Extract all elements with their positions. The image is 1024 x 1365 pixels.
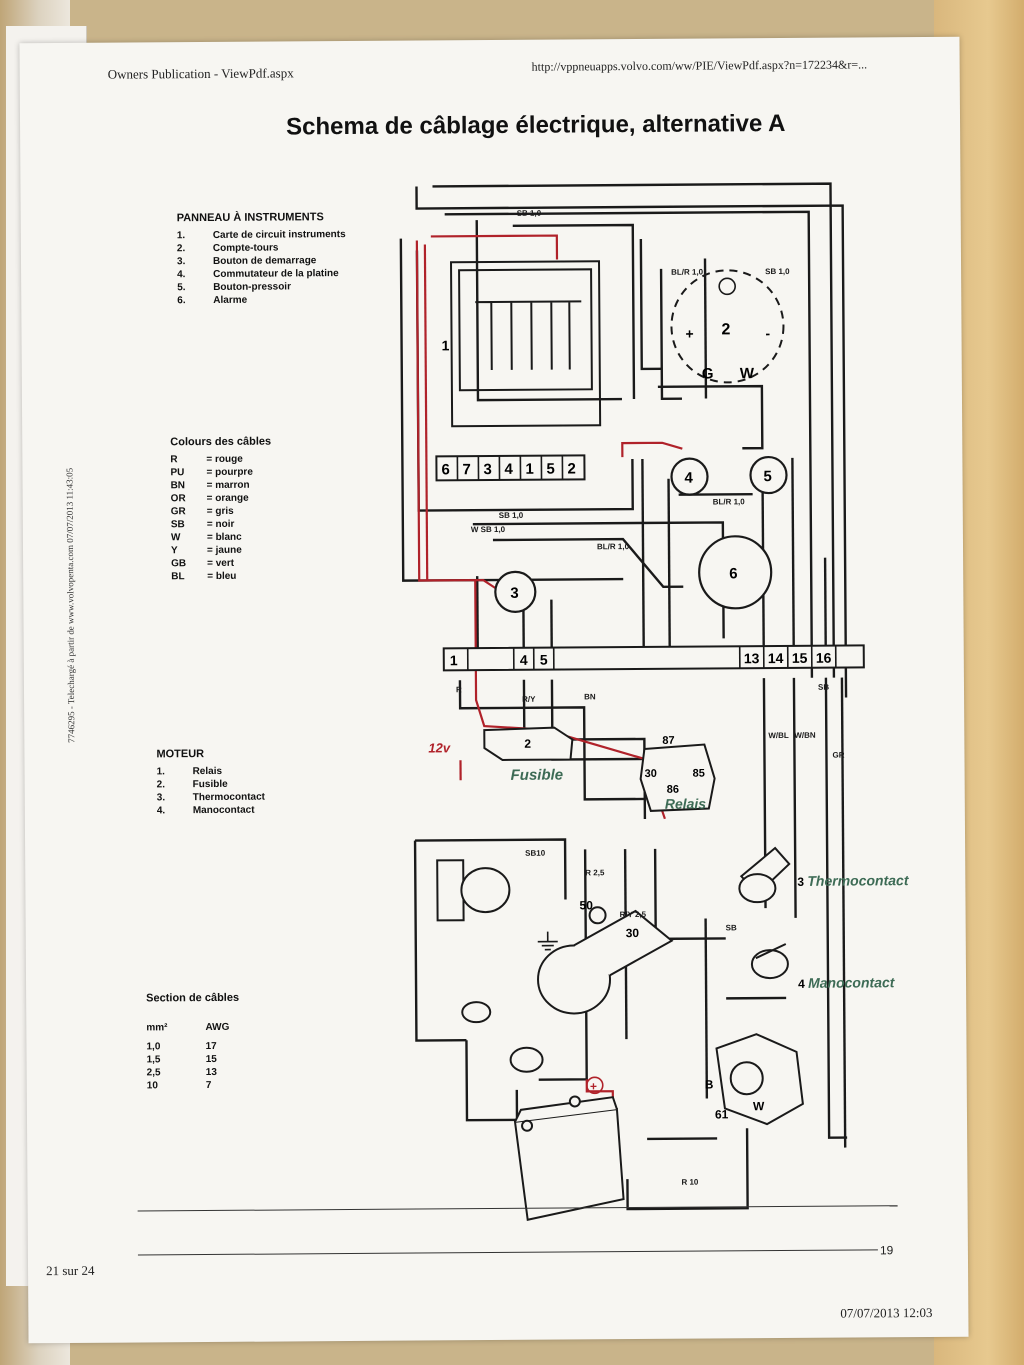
wire-label: BL/R 1,0 <box>713 497 746 506</box>
component-number: 4 <box>798 977 805 991</box>
component-number: 4 <box>684 470 693 487</box>
wiring-diagram: 6 7 3 4 1 5 2 1 4 5 13 14 15 16 <box>399 182 910 1221</box>
wire-label: BL/R 1,0 <box>597 542 630 551</box>
wire-bundle <box>399 182 848 1211</box>
fuse-block: 2 <box>483 726 574 761</box>
terminal-label: 3 <box>483 461 491 478</box>
wire-label: R 10 <box>681 1178 699 1187</box>
starter-motor <box>537 906 674 1015</box>
wire-label: SB 1,0 <box>517 209 542 218</box>
relay-pin: 87 <box>662 735 674 747</box>
wire-label: BL/R 1,0 <box>671 268 704 277</box>
component-number: 6 <box>729 565 737 582</box>
relay-pin: 30 <box>645 768 657 780</box>
alternator-pin: B <box>705 1077 714 1091</box>
battery <box>513 1095 625 1221</box>
terminal-label: 5 <box>546 461 554 478</box>
wire-label: R 2,5 <box>585 868 605 877</box>
terminal-minus: - <box>765 325 770 341</box>
terminal-g: G <box>702 365 714 382</box>
terminal-plus: + <box>685 326 693 342</box>
starter-pin: 50 <box>579 898 593 912</box>
terminal-strip-top: 6 7 3 4 1 5 2 <box>435 454 586 482</box>
terminal-label: 4 <box>520 652 528 668</box>
wire-label: SB10 <box>525 849 546 858</box>
alternator-pin: W <box>753 1099 765 1113</box>
note-plus: + <box>590 1079 597 1093</box>
component-number: 3 <box>510 585 518 602</box>
note-manocontact: Manocontact <box>808 974 896 991</box>
wire-label: SB <box>818 683 829 692</box>
note-12v: 12v <box>428 740 451 755</box>
component-number: 5 <box>763 468 771 485</box>
wire-label: GR <box>832 751 844 760</box>
wire-top-frame <box>415 186 848 698</box>
relay-pin: 86 <box>667 784 679 796</box>
wire-label: BN <box>584 692 596 701</box>
tachometer-gauge: 2 + - G W <box>670 269 785 384</box>
wire-label: SB 1,0 <box>499 511 524 520</box>
alternator-pin: 61 <box>715 1107 729 1121</box>
wire-labels: SB 1,0 BL/R 1,0 SB 1,0 BL/R 1,0 W SB 1,0… <box>456 209 845 1187</box>
plus-circle-icon <box>585 1076 604 1095</box>
starter-pin: 30 <box>626 926 640 940</box>
terminal-label: 4 <box>504 461 513 478</box>
circuit-board <box>450 260 602 428</box>
engine-misc-parts <box>436 859 544 1073</box>
terminal-w: W <box>740 365 755 382</box>
wire-label: W/BN <box>794 731 816 740</box>
note-thermocontact: Thermocontact <box>807 872 910 889</box>
terminal-label: 1 <box>450 652 458 668</box>
terminal-label: 15 <box>792 650 808 666</box>
page-count: 21 sur 24 <box>45 1262 95 1279</box>
print-date: 07/07/2013 12:03 <box>840 1304 933 1321</box>
terminal-label: 2 <box>567 460 575 477</box>
component-number: 1 <box>442 337 450 353</box>
engine-sensors <box>738 846 791 980</box>
wire-label: R <box>456 685 462 694</box>
ground-icon <box>537 931 558 951</box>
terminal-label: 5 <box>540 652 548 668</box>
terminal-label: 16 <box>816 650 832 666</box>
handwritten-notes: Fusible Relais Thermocontact Manocontact… <box>428 740 910 1095</box>
wire-label: R/Y 2,5 <box>620 910 647 919</box>
note-relais: Relais <box>665 796 707 812</box>
wire-label: W SB 1,0 <box>471 525 506 534</box>
relay-pin: 85 <box>693 768 705 780</box>
terminal-label: 13 <box>744 650 760 666</box>
component-number: 3 <box>797 875 804 889</box>
terminal-label: 6 <box>441 461 449 478</box>
wire-label: W/BL <box>768 731 789 740</box>
instrument-switches <box>494 455 788 613</box>
wire-label: R/Y <box>522 695 536 704</box>
page-number: 19 <box>879 1243 894 1258</box>
alternator <box>715 1033 804 1126</box>
terminal-label: 14 <box>768 650 784 666</box>
terminal-label: 7 <box>462 461 470 478</box>
note-fusible: Fusible <box>511 767 564 784</box>
terminal-label: 1 <box>525 461 533 478</box>
component-number: 2 <box>721 321 730 338</box>
wire-label: SB 1,0 <box>765 267 790 276</box>
terminal-strip-mid: 1 4 5 13 14 15 16 <box>442 644 865 672</box>
relay-block: 87 30 86 85 <box>639 735 716 812</box>
footer-rule-2 <box>137 1249 878 1256</box>
printed-page: Owners Publication - ViewPdf.aspx http:/… <box>19 36 969 1344</box>
component-number: 2 <box>524 737 531 751</box>
wire-label: SB <box>726 923 737 932</box>
